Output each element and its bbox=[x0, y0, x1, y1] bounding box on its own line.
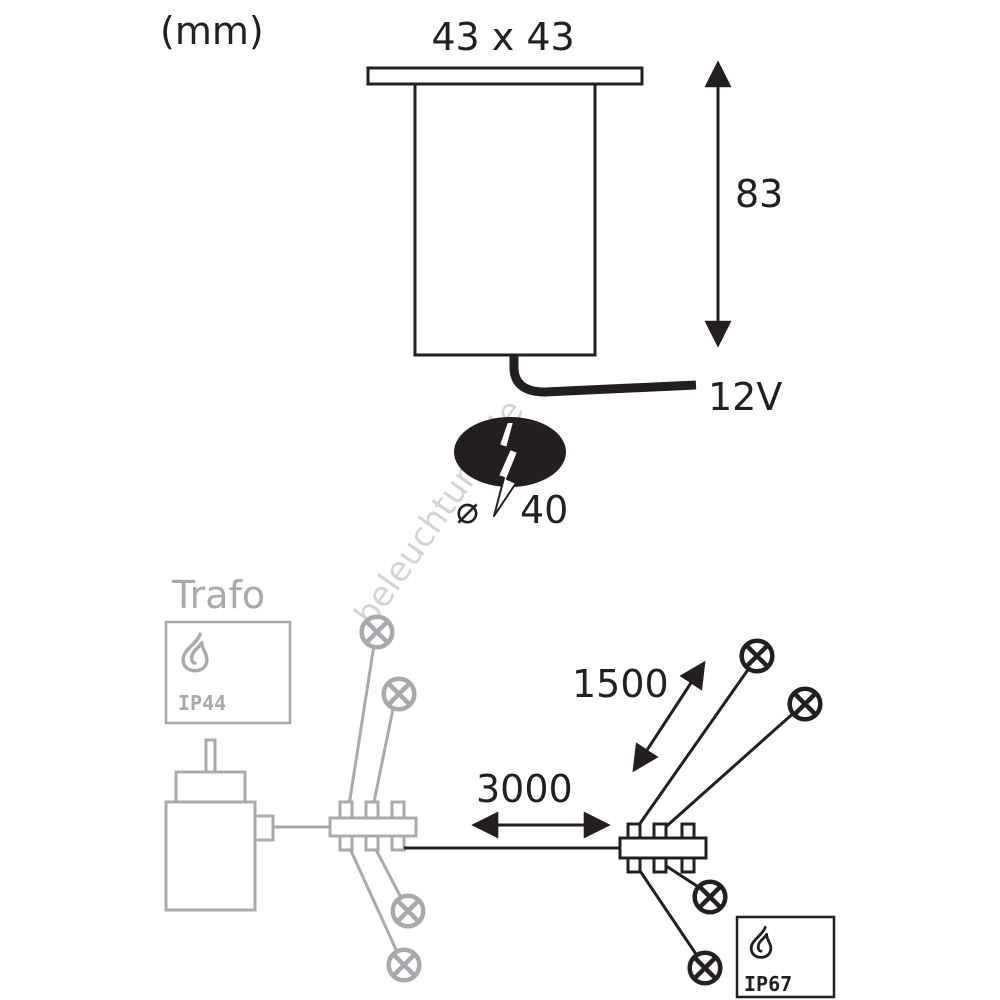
voltage-label: 12V bbox=[708, 375, 782, 419]
cutout-diameter-symbol: ⌀ bbox=[456, 488, 479, 532]
trafo-label: Trafo bbox=[171, 573, 265, 617]
double-arrow-icon bbox=[632, 660, 706, 773]
height-dimension-label: 83 bbox=[735, 172, 783, 216]
transformer bbox=[164, 738, 275, 912]
lamp-symbol-icon bbox=[393, 896, 424, 927]
lightning-icon bbox=[493, 421, 519, 517]
branch-cable-length-label: 1500 bbox=[572, 662, 669, 706]
lamp-symbol-icon bbox=[742, 641, 773, 672]
main-cable-length-label: 3000 bbox=[476, 767, 573, 811]
transformer-socket bbox=[253, 814, 275, 842]
units-label: (mm) bbox=[160, 9, 264, 53]
width-dimension-label: 43 x 43 bbox=[431, 15, 574, 59]
lamp-ip-box bbox=[735, 915, 836, 999]
lamp-flange bbox=[366, 66, 644, 86]
lamp-symbol-icon bbox=[690, 953, 721, 984]
transformer-cap bbox=[174, 770, 247, 804]
lamp-symbol-icon bbox=[790, 689, 821, 720]
lamp-ip-rating: IP67 bbox=[744, 972, 792, 996]
lamp-side-view bbox=[366, 66, 697, 397]
lamp-symbol-icon bbox=[389, 950, 420, 981]
lamp-symbol-icon bbox=[362, 617, 393, 648]
transformer-body bbox=[164, 800, 257, 912]
lamp-body bbox=[413, 82, 597, 357]
right-distributor bbox=[618, 663, 798, 961]
trafo-ip-rating: IP44 bbox=[178, 691, 226, 715]
lamp-symbol-icon bbox=[695, 882, 726, 913]
transformer-plug-pin bbox=[204, 738, 217, 776]
cutout-diameter-value: 40 bbox=[520, 488, 568, 532]
left-distributor bbox=[328, 631, 418, 966]
trafo-ip-box bbox=[164, 620, 292, 725]
cutout-symbol bbox=[454, 417, 566, 517]
lamp-symbol-icon bbox=[384, 679, 415, 710]
lamp-cable bbox=[509, 355, 697, 397]
